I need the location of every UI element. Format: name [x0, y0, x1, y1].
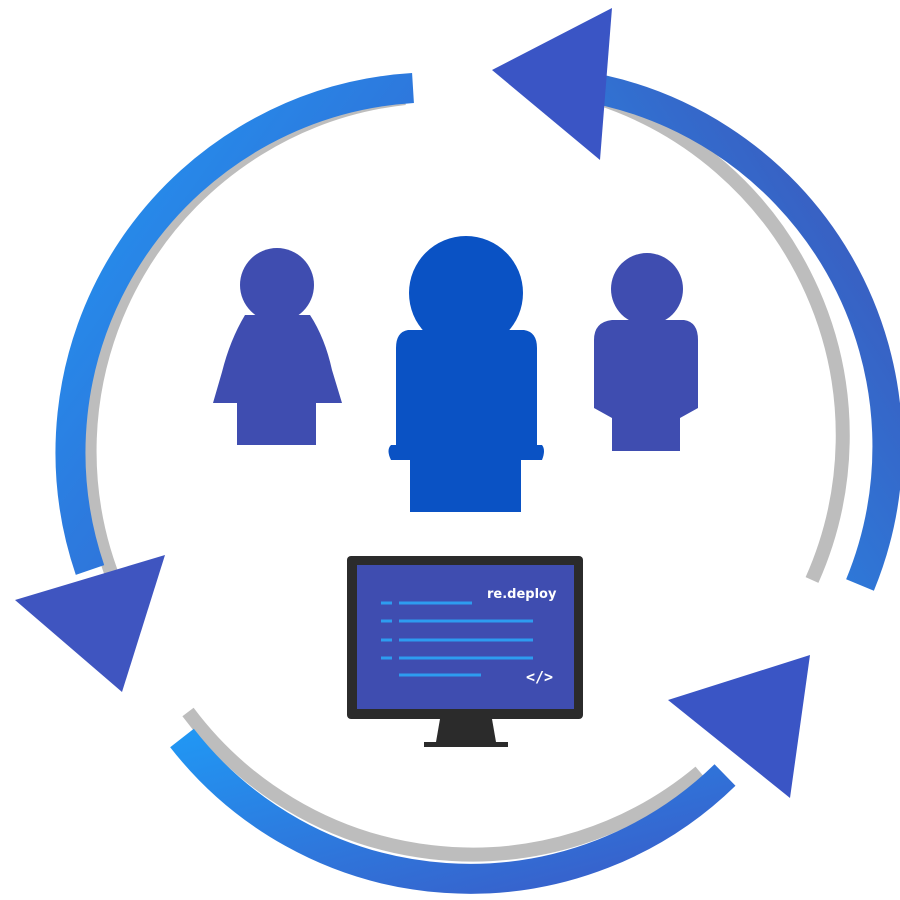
computer-monitor-icon: re.deploy </>	[347, 556, 583, 747]
code-lines	[381, 601, 533, 677]
monitor-stand	[436, 719, 496, 742]
refresh-cycle-icon	[15, 8, 900, 894]
monitor-screen	[357, 565, 574, 709]
person-left-icon	[213, 248, 342, 445]
cycle-arrow-left	[55, 73, 414, 575]
monitor-base	[424, 742, 508, 747]
arrowhead-up-right	[668, 655, 810, 798]
monitor-title: re.deploy	[487, 587, 557, 602]
arrowhead-down-left	[15, 555, 165, 692]
person-center-icon	[388, 236, 544, 512]
arrowhead-up-left	[492, 8, 612, 160]
person-right-icon	[594, 253, 698, 451]
code-tag-icon: </>	[526, 668, 553, 686]
cycle-arrow-bottom	[170, 728, 736, 894]
cycle-arrow-right	[572, 70, 900, 591]
team-icon	[213, 236, 698, 512]
